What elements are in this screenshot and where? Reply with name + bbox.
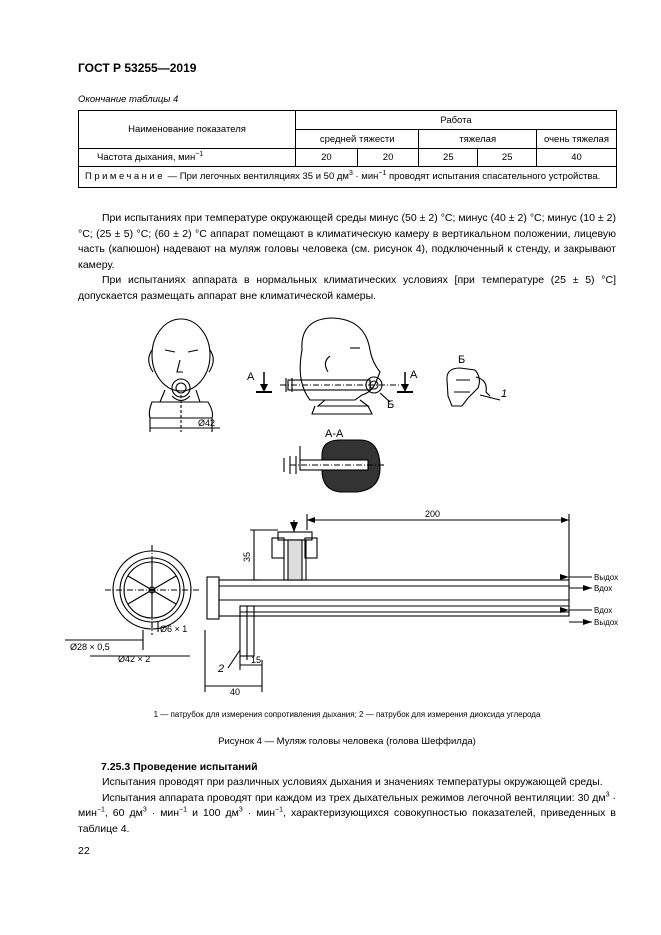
col-header-name: Наименование показателя [78, 110, 296, 149]
table-4: Наименование показателя Работа средней т… [78, 110, 617, 188]
dim-d42: Ø42 [198, 418, 215, 428]
label-a-left: А [247, 371, 255, 383]
head-front-view [148, 318, 214, 432]
figure-caption: Рисунок 4 — Муляж головы человека (голов… [218, 736, 476, 747]
body-text-2: Испытания проводят при различных условия… [78, 776, 617, 835]
flow-vydokh-2: Выдох [594, 618, 618, 627]
arrowheads [260, 384, 592, 625]
figure-legend: 1 — патрубок для измерения сопротивления… [153, 710, 541, 719]
body-text-1: При испытаниях при температуре окружающе… [78, 212, 616, 302]
dim-d28: Ø28 × 0,5 [70, 642, 110, 652]
flow-vdokh-2: Вдох [594, 606, 612, 615]
label-a-right: А [410, 369, 418, 381]
flow-vydokh-1: Выдох [594, 573, 618, 582]
dim-40: 40 [230, 687, 240, 697]
dim-d6: Ø6 × 1 [160, 624, 187, 634]
dim-15: 15 [251, 655, 261, 665]
head-side-view [280, 317, 405, 415]
page-number: 22 [78, 845, 90, 857]
tube-side-view [65, 514, 592, 692]
document-header: ГОСТ Р 53255—2019 [78, 61, 197, 75]
table-note: Примечание — При легочных вентиляциях 35… [78, 166, 617, 188]
flow-vdokh-1: Вдох [594, 584, 612, 593]
section-title: 7.25.3 Проведение испытаний [101, 761, 258, 773]
section-a-a [283, 439, 385, 493]
label-2: 2 [217, 663, 224, 675]
label-b-detail: Б [458, 354, 465, 366]
table-caption: Окончание таблицы 4 [78, 94, 179, 105]
label-a-a: А-А [325, 428, 344, 440]
dim-200: 200 [425, 509, 440, 519]
detail-b [446, 367, 501, 407]
label-b-head: Б [387, 399, 394, 411]
tube-front-view [105, 545, 199, 635]
label-1: 1 [501, 388, 507, 400]
dim-d42x2: Ø42 × 2 [118, 654, 150, 664]
dim-35: 35 [242, 552, 252, 562]
